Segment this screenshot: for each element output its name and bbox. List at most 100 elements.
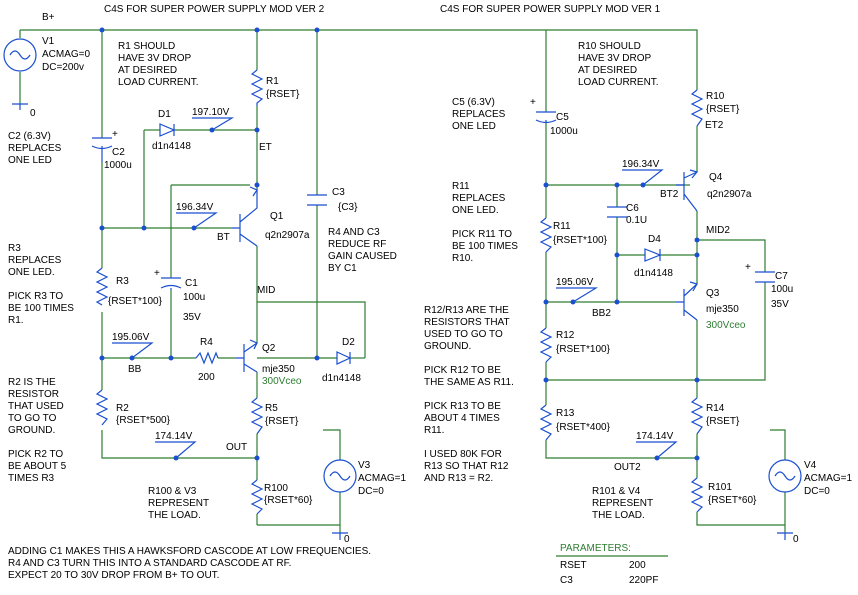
note-line: AND R13 = R2. bbox=[424, 473, 493, 484]
note-line: PICK R12 TO BE bbox=[424, 365, 501, 376]
q3-ref: Q3 bbox=[706, 288, 720, 299]
net-mid2: MID2 bbox=[706, 225, 730, 236]
note-line: GAIN CAUSED bbox=[328, 251, 397, 262]
net-out2: OUT2 bbox=[614, 462, 641, 473]
wires-right bbox=[545, 29, 786, 533]
resistors bbox=[95, 69, 704, 515]
r3-ref: R3 bbox=[116, 276, 129, 287]
v4-l2: DC=0 bbox=[804, 486, 830, 497]
d4-ref: D4 bbox=[648, 234, 661, 245]
r11-symbol bbox=[539, 217, 553, 253]
r13-val: {RSET*400} bbox=[556, 422, 611, 433]
q1-ref: Q1 bbox=[270, 211, 284, 222]
note-line: C2 (6.3V) bbox=[8, 131, 51, 142]
r100-val: {RSET*60} bbox=[264, 495, 313, 506]
r2-val: {RSET*500} bbox=[116, 415, 171, 426]
note-line bbox=[8, 437, 11, 448]
note-line: REPLACES bbox=[452, 193, 506, 204]
v1-l2: DC=200v bbox=[42, 62, 84, 73]
param-c3-name: C3 bbox=[560, 575, 573, 586]
title-right: C4S FOR SUPER POWER SUPPLY MOD VER 1 bbox=[440, 4, 661, 15]
c2-pol: + bbox=[112, 129, 118, 140]
r4-ref: R4 bbox=[200, 337, 213, 348]
r14-symbol bbox=[690, 397, 704, 435]
note-line bbox=[424, 353, 427, 364]
r11-ref: R11 bbox=[553, 221, 571, 232]
note-line: LOAD CURRENT. bbox=[578, 77, 659, 88]
r4-val: 200 bbox=[198, 372, 215, 383]
junction-dots bbox=[99, 27, 700, 461]
note-line: R1. bbox=[8, 315, 24, 326]
voltage-174-left: 174.14V bbox=[155, 431, 193, 442]
capacitors bbox=[91, 111, 775, 290]
note-line: BE 100 TIMES bbox=[452, 241, 518, 252]
net-out: OUT bbox=[226, 442, 247, 453]
v4-source bbox=[768, 459, 802, 540]
v1-source bbox=[3, 38, 37, 110]
v1-l1: ACMAG=0 bbox=[42, 49, 91, 60]
param-rset-value: 200 bbox=[629, 560, 646, 571]
q1-symbol bbox=[232, 190, 258, 247]
title-left: C4S FOR SUPER POWER SUPPLY MOD VER 2 bbox=[104, 4, 325, 15]
r100-ref: R100 bbox=[264, 483, 288, 494]
v3-l2: DC=0 bbox=[358, 486, 384, 497]
net-bt2: BT2 bbox=[660, 189, 679, 200]
r10-val: {RSET} bbox=[706, 104, 740, 115]
c7-v: 35V bbox=[771, 299, 789, 310]
r10-symbol bbox=[690, 89, 704, 127]
note-line bbox=[424, 389, 427, 400]
d4-symbol bbox=[644, 248, 662, 262]
note-line: ONE LED. bbox=[8, 267, 55, 278]
param-rset-name: RSET bbox=[560, 560, 587, 571]
note-line: ABOUT 4 TIMES bbox=[424, 413, 500, 424]
note-line: BE 100 TIMES bbox=[8, 303, 74, 314]
note-line: REPLACES bbox=[452, 109, 506, 120]
net-bplus: B+ bbox=[42, 12, 55, 23]
q4-symbol bbox=[676, 171, 698, 212]
note-line: ONE LED bbox=[452, 121, 496, 132]
c5-ref: C5 bbox=[556, 112, 569, 123]
note-line: HAVE 3V DROP bbox=[118, 53, 191, 64]
note-line: PICK R2 TO bbox=[8, 449, 63, 460]
note-line: ADDING C1 MAKES THIS A HAWKSFORD CASCODE… bbox=[8, 546, 371, 557]
note-line: THE SAME AS R11. bbox=[424, 377, 514, 388]
c6-val: 0.1U bbox=[626, 215, 647, 226]
note-line: GROUND. bbox=[424, 341, 471, 352]
note-line: ONE LED bbox=[8, 155, 52, 166]
c3-val: {C3} bbox=[338, 202, 358, 213]
c3-symbol bbox=[307, 194, 327, 206]
q2-ref: Q2 bbox=[262, 343, 276, 354]
c7-pol: + bbox=[745, 262, 751, 273]
r2-symbol bbox=[95, 389, 109, 426]
note-line: HAVE 3V DROP bbox=[578, 53, 651, 64]
d1-val: d1n4148 bbox=[152, 141, 191, 152]
c1-ref: C1 bbox=[185, 278, 198, 289]
note-line: R10. bbox=[452, 253, 473, 264]
c2-ref: C2 bbox=[112, 147, 125, 158]
q3-v: 300Vceo bbox=[706, 320, 746, 331]
c1-pol: + bbox=[154, 268, 160, 279]
note-line: R13 SO THAT R12 bbox=[424, 461, 509, 472]
d1-ref: D1 bbox=[158, 109, 171, 120]
c5-pol: + bbox=[530, 97, 536, 108]
note-line: R4 AND C3 bbox=[328, 227, 380, 238]
note-line: R100 & V3 bbox=[148, 486, 197, 497]
gnd-label-2: 0 bbox=[344, 534, 350, 545]
note-bottom: ADDING C1 MAKES THIS A HAWKSFORD CASCODE… bbox=[8, 546, 371, 581]
voltage-196-left: 196.34V bbox=[176, 202, 214, 213]
param-c3-value: 220PF bbox=[629, 575, 658, 586]
note-line bbox=[424, 437, 427, 448]
note-line bbox=[8, 279, 11, 290]
net-bb: BB bbox=[128, 364, 142, 375]
v1-ref: V1 bbox=[42, 36, 55, 47]
note-line: R10 SHOULD bbox=[578, 41, 641, 52]
params-title: PARAMETERS: bbox=[560, 543, 631, 554]
r13-ref: R13 bbox=[556, 408, 575, 419]
c7-symbol bbox=[755, 271, 775, 283]
